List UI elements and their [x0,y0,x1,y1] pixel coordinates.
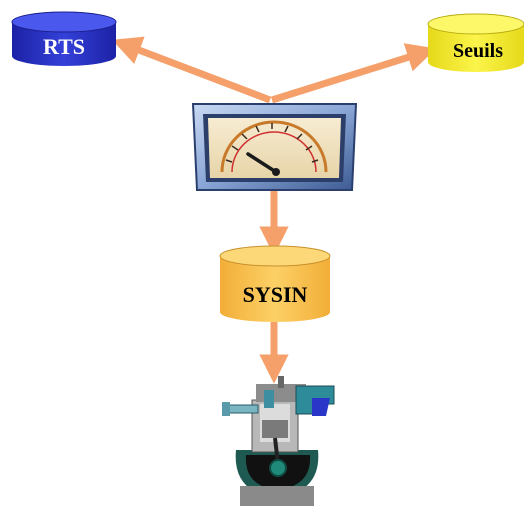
rts-database-cylinder: RTS [11,11,117,66]
sysin-label: SYSIN [243,282,308,307]
arrow-gauge-to-seuils [270,43,437,104]
connector-arrows [112,36,437,384]
rts-label: RTS [43,34,85,59]
gauge-meter-icon [191,103,358,191]
seuils-database-cylinder: Seuils [427,13,524,72]
engine-piston-icon [222,376,335,506]
sysin-database-cylinder: SYSIN [219,245,331,322]
seuils-label: Seuils [453,40,503,62]
arrow-gauge-to-rts [112,36,272,104]
